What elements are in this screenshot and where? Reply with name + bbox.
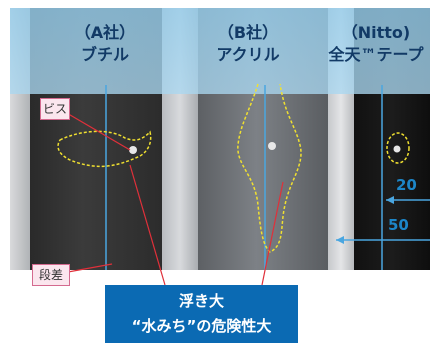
dim-arrowhead-small: [386, 196, 394, 204]
header-band: [10, 8, 430, 94]
screw-head-b: [268, 142, 276, 150]
sample-b-maker: （B社）: [217, 23, 279, 42]
pointer-screw: [64, 111, 131, 151]
banner-line-2: “水みち”の危険性大: [131, 317, 272, 335]
callout-screw: ビス: [40, 98, 70, 120]
pointer-banner-a: [129, 164, 166, 286]
sample-a-maker: （A社）: [74, 23, 136, 42]
lift-outline-nitto: [386, 132, 410, 164]
sample-nitto-material: 全天™テープ: [328, 45, 424, 64]
sample-b-material: アクリル: [216, 45, 280, 64]
tape-photo: [10, 8, 430, 270]
warning-banner: 浮き大 “水みち”の危険性大: [105, 285, 298, 343]
pointer-banner-b: [261, 181, 284, 286]
banner-line-1: 浮き大: [178, 292, 224, 310]
sample-nitto-maker: （Nitto): [341, 23, 411, 42]
sample-a-material: ブチル: [80, 45, 129, 64]
screw-head-a: [129, 146, 137, 154]
lift-outline-b: [237, 83, 302, 253]
header-sample-a: （A社） ブチル: [50, 22, 160, 66]
lift-outline-a: [57, 130, 152, 168]
header-sample-b: （B社） アクリル: [188, 22, 308, 66]
dimension-small-label: 20: [396, 176, 417, 194]
header-sample-nitto: （Nitto) 全天™テープ: [322, 22, 430, 66]
screw-head-nitto: [393, 145, 401, 153]
dim-arrowhead-large: [336, 236, 344, 244]
dimension-large-label: 50: [388, 216, 409, 234]
callout-step: 段差: [32, 264, 70, 286]
pointer-step: [67, 263, 113, 273]
